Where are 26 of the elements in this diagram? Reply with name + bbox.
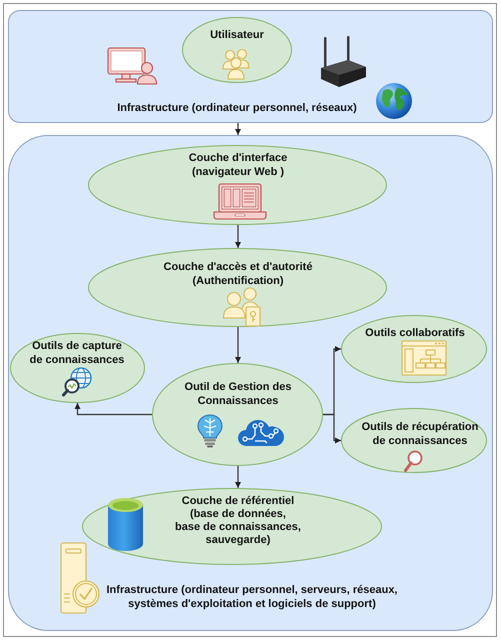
arrow — [74, 403, 152, 416]
arrow — [235, 466, 241, 488]
rounded-panel — [8, 135, 493, 631]
ellipse-node — [182, 17, 292, 83]
ellipse-node — [341, 408, 487, 473]
ellipse-label: Couche d'accès et d'autorité (Authentification) — [164, 260, 312, 288]
panel-caption: Infrastructure (ordinateur personnel, réseaux) — [117, 101, 357, 115]
ellipse-label: Utilisateur — [210, 28, 264, 42]
ellipse-node — [88, 248, 387, 327]
ellipse-node — [341, 315, 487, 383]
ellipse-node — [152, 363, 323, 466]
arrow — [235, 123, 241, 135]
ellipse-label: Couche de référentiel (base de données, base de connaissances, sauvegarde) — [175, 495, 301, 547]
arrow — [235, 327, 241, 363]
ellipse-label: Couche d'interface (navigateur Web ) — [188, 151, 288, 179]
arrow — [235, 225, 241, 248]
ellipse-node — [88, 145, 387, 225]
ellipse-label: Outil de Gestion des Connaissances — [184, 380, 292, 408]
ellipse-label: Outils collaboratifs — [365, 326, 465, 340]
ellipse-node — [82, 488, 382, 565]
ellipse-label: Outils de capture de connaissances — [30, 339, 124, 367]
arrow — [323, 414, 341, 444]
panel-caption: Infrastructure (ordinateur personnel, serveurs, réseaux, systèmes d'exploitation et logiciels de support) — [106, 583, 398, 611]
rounded-panel — [8, 10, 493, 123]
ellipse-label: Outils de récupération de connaissances — [362, 420, 478, 448]
ellipse-node — [10, 333, 145, 403]
